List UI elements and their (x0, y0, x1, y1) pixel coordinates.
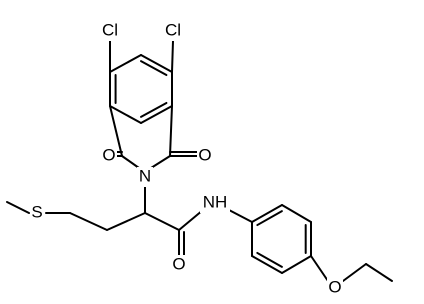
aryl-bond (281, 255, 312, 274)
amide-nh-atom: NH (200, 192, 230, 213)
nitrogen-ring-atom: N (137, 166, 153, 187)
benzene-bond (109, 105, 142, 124)
ch2-ch2-bond (69, 212, 108, 231)
aryl-double-bond (256, 251, 283, 268)
bond-cl-right (171, 40, 174, 73)
svg-text:O: O (198, 145, 211, 164)
aryl-double-bond (256, 210, 283, 227)
chlorine-left-atom: Cl (99, 20, 121, 41)
oxygen-amide-carbonyl-atom: O (171, 254, 187, 275)
aryl-bond (251, 255, 283, 274)
benzene-bond (140, 105, 173, 124)
aryl-bond (251, 204, 283, 223)
ch2-ch3-bond (365, 263, 393, 282)
nh-aryl-bond (228, 209, 253, 223)
oxygen-right-carbonyl-atom: O (197, 145, 213, 166)
svg-text:Cl: Cl (165, 20, 181, 39)
chlorine-right-atom: Cl (162, 20, 184, 41)
benzene-double-bond (140, 60, 168, 77)
imide-ring-bond (169, 105, 173, 157)
alpha-ch2-bond (106, 212, 146, 231)
benzene-bond (109, 54, 142, 73)
aryl-bond (281, 204, 312, 223)
aryl-o-bond (310, 255, 329, 282)
svg-text:O: O (328, 277, 341, 296)
o-ch2-bond (342, 263, 367, 282)
imide-ring-bond (109, 105, 123, 157)
sulfur-atom: S (30, 202, 45, 223)
amide-cn-bond (178, 209, 204, 231)
svg-text:O: O (172, 254, 185, 273)
benzene-double-bond (140, 101, 168, 118)
atoms-layer: Cl Cl O O N S (30, 20, 343, 298)
svg-text:NH: NH (203, 192, 228, 211)
svg-text:O: O (102, 145, 115, 164)
imide-n-bond (121, 155, 140, 169)
svg-text:N: N (139, 166, 151, 185)
s-methyl-bond (6, 201, 30, 214)
oxygen-left-carbonyl-atom: O (101, 145, 117, 166)
oxygen-ether-atom: O (327, 277, 343, 298)
alpha-carbonyl-bond (144, 212, 180, 231)
bonds-layer (6, 40, 393, 282)
svg-text:Cl: Cl (102, 20, 118, 39)
imide-n-bond (150, 155, 171, 169)
benzene-bond (140, 54, 173, 73)
svg-text:S: S (31, 202, 42, 221)
